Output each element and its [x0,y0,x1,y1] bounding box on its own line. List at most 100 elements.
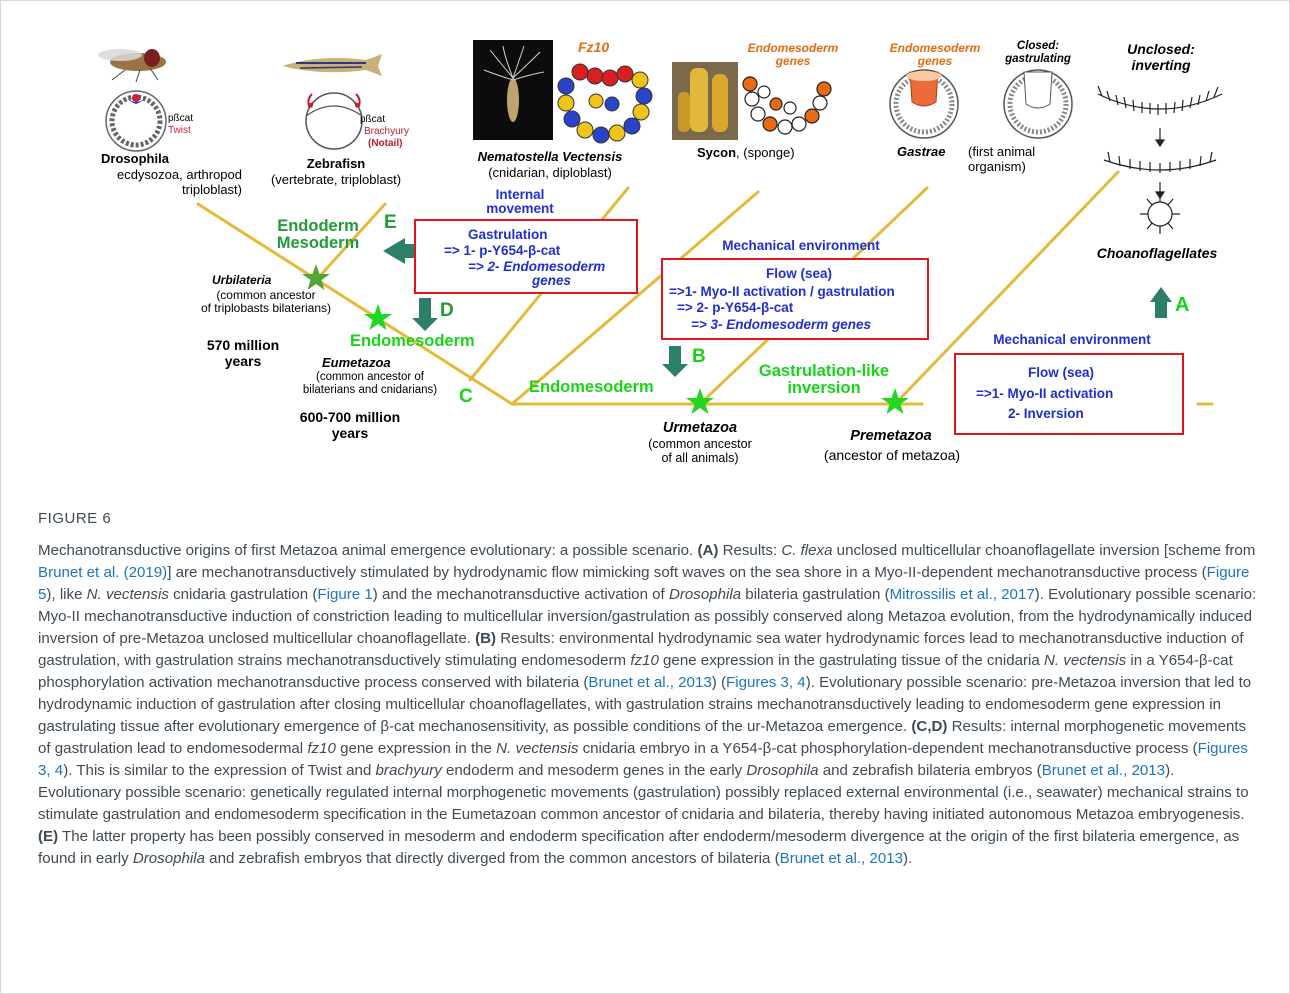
drosophila-twist-tag: Twist [168,125,191,136]
time-570-label: 570 million years [206,337,280,369]
time-600-label: 600-700 million years [299,409,401,441]
ref-link-brunet-2019[interactable]: Brunet et al. (2019) [38,564,168,581]
endomesoderm-b-label: Endomesoderm [529,378,654,396]
zebrafish-embryo-illustration [305,92,363,150]
caption-text: ). Evolutionary possible scenario: Myo-I… [38,586,1257,647]
ref-link-brunet-2013[interactable]: Brunet et al., 2013 [779,850,904,867]
caption-italic: N. vectensis [86,586,169,603]
ref-link-figures-3-4[interactable]: Figures 3, 4 [38,740,1248,779]
caption-text: endoderm and mesoderm genes in the early [441,762,747,779]
branch-zebrafish [316,202,387,280]
caption-panel-e: (E) [38,828,59,845]
premetazoa-desc: (ancestor of metazoa) [823,447,961,463]
label-c: C [459,386,473,407]
caption-text: Mechanotransductive origins of first Met… [38,542,698,559]
zebrafish-name: Zebrafisn [306,156,366,171]
drosophila-pbcat-tag: pßcat [168,113,194,124]
arrow-d [412,298,438,331]
fz10-gene-label: Fz10 [578,39,610,55]
star-premetazoa [881,388,909,414]
star-eumetazoa [364,304,392,330]
branch-choano [893,170,1120,406]
endoderm-mesoderm-label: Endoderm Mesoderm [276,217,360,253]
ref-link-brunet-2013[interactable]: Brunet et al., 2013 [1041,762,1166,779]
drosophila-desc: ecdysozoa, arthropod triploblast) [116,167,242,197]
star-urbilateria [302,264,330,290]
caption-italic: Drosophila [746,762,819,779]
gastrulation-box-title: Gastrulation [468,227,548,242]
internal-movement-label: Internal movement [486,187,554,217]
fz10-embryo-illustration [557,63,653,144]
caption-text: ). This is similar to the expression of … [63,762,376,779]
nematostella-photo [473,40,553,140]
sycon-gene-label: Endomesoderm genes [747,41,839,69]
zebrafish-illustration [282,54,382,76]
caption-text: ), like [46,586,87,603]
caption-text: cnidaria embryo in a Y654-β-cat phosphor… [578,740,1198,757]
unclosed-inverting-label: Unclosed: inverting [1127,41,1195,73]
urbilateria-name: Urbilateria [212,273,272,287]
caption-panel-a: (A) [697,542,719,559]
gastrae-embryo-illustration [889,69,959,139]
gastrae-gene-label: Endomesoderm genes [889,41,981,69]
caption-text: unclosed multicellular choanoflagellate … [832,542,1256,559]
caption-text: The latter property has been possibly co… [38,828,1240,867]
label-e: E [384,212,397,233]
caption-text: bilateria gastrulation ( [741,586,890,603]
ref-link-mitrossilis-2017[interactable]: Mitrossilis et al., 2017 [889,586,1035,603]
caption-text: Results: internal morphogenetic movement… [38,718,1247,757]
arrow-a [1150,287,1172,318]
caption-panel-b: (B) [475,630,497,647]
gastrulation-box-line1: => 1- p-Y654-β-cat [444,243,561,258]
gastrae-desc: (first animal organism) [968,144,1036,174]
caption-text: ) ( [711,674,726,691]
ref-link-figure-5[interactable]: Figure 5 [38,564,1250,603]
urmetazoa-name: Urmetazoa [662,420,738,436]
phylogeny-tree [98,40,1223,414]
drosophila-embryo-illustration [105,90,167,152]
ref-link-brunet-2013[interactable]: Brunet et al., 2013 [588,674,712,691]
arrow-b [662,346,688,377]
flow-box-1: Flow (sea) =>1- Myo-II activation / gast… [661,258,929,340]
closed-gastrulating-label: Closed: gastrulating [1005,40,1071,65]
urbilateria-desc: (common ancestor of triplobasts bilateri… [200,288,332,316]
gastrulation-box: Gastrulation => 1- p-Y654-β-cat => 2- En… [414,219,638,294]
sycon-name: Sycon [697,145,737,160]
drosophila-fly-illustration [98,49,166,83]
sycon-label: Sycon, (sponge) [697,145,817,161]
caption-text: gene expression in the gastrulating tiss… [658,652,1044,669]
premetazoa-name: Premetazoa [850,428,932,444]
caption-text: and zebrafish embryos that directly dive… [204,850,780,867]
caption-text: in a Y654-β-cat phosphorylation activati… [38,652,1233,691]
caption-text: ) and the mechanotransductive activation… [372,586,669,603]
zebrafish-brachyury-tag: Brachyury [364,126,410,137]
label-a: A [1175,294,1190,316]
caption-text: ] are mechanotransductively stimulated b… [167,564,1207,581]
figure-6-diagram: pßcat Twist Drosophila ecdysozoa, arthro… [0,0,1290,490]
caption-panel-cd: (C,D) [911,718,948,735]
branch-sycon [510,190,760,406]
nematostella-desc: (cnidarian, diploblast) [488,165,612,180]
caption-text: Results: [718,542,782,559]
eumetazoa-desc: (common ancestor of bilaterians and cnid… [302,371,438,396]
star-urmetazoa [686,388,714,414]
flow-box-2-line1: =>1- Myo-II activation [976,386,1114,401]
urmetazoa-desc: (common ancestor of all animals) [648,437,752,465]
sycon-photo [672,62,738,140]
drosophila-name: Drosophila [101,151,169,166]
flow-box-1-line1: =>1- Myo-II activation / gastrulation [669,284,895,299]
figure-caption: Mechanotransductive origins of first Met… [38,540,1258,870]
endomesoderm-d-label: Endomesoderm [350,332,475,350]
branch-drosophila [196,202,514,406]
caption-italic: fz10 [307,740,336,757]
caption-italic: C. flexa [781,542,833,559]
choanoflagellate-sequence-illustration [1097,85,1223,234]
caption-italic: brachyury [375,762,442,779]
caption-italic: N. vectensis [496,740,579,757]
closed-gastrulating-illustration [1003,69,1073,139]
ref-link-figures-3-4[interactable]: Figures 3, 4 [726,674,806,691]
ref-link-figure-1[interactable]: Figure 1 [317,586,373,603]
caption-italic: fz10 [630,652,659,669]
flow-box-2-line2: 2- Inversion [1008,406,1084,421]
label-d: D [440,300,454,321]
